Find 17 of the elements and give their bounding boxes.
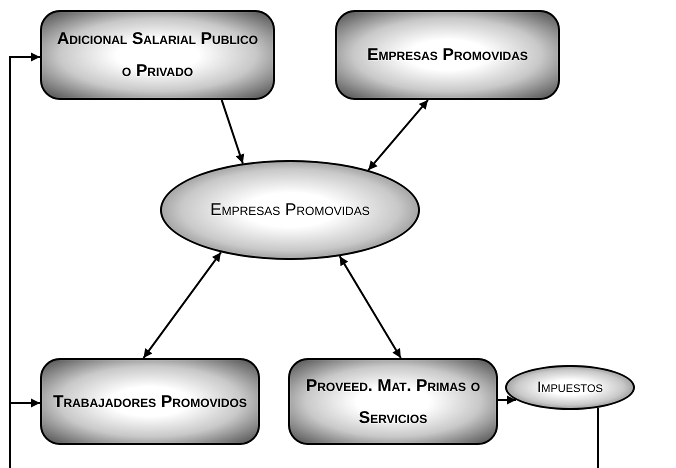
node-label: Proveed. Mat. Primas o Servicios [304,374,482,428]
node-label: Empresas Promovidas [366,44,529,66]
node-label: Impuestos [536,378,604,398]
node-label: Trabajadores Promovidos [52,390,248,412]
arrow [220,100,244,164]
arrow [9,398,40,468]
rounded-box [40,10,275,100]
arrow [368,99,429,171]
node-label: Adicional Salarial Publico o Privado [56,28,260,82]
rounded-box [40,358,260,445]
arrow [498,396,516,404]
rounded-box [335,10,560,100]
node-label: Empresas Promovidas [209,199,371,221]
arrow [338,256,402,359]
arrow [142,252,222,359]
connector-line [597,408,599,468]
rounded-box [288,358,498,445]
